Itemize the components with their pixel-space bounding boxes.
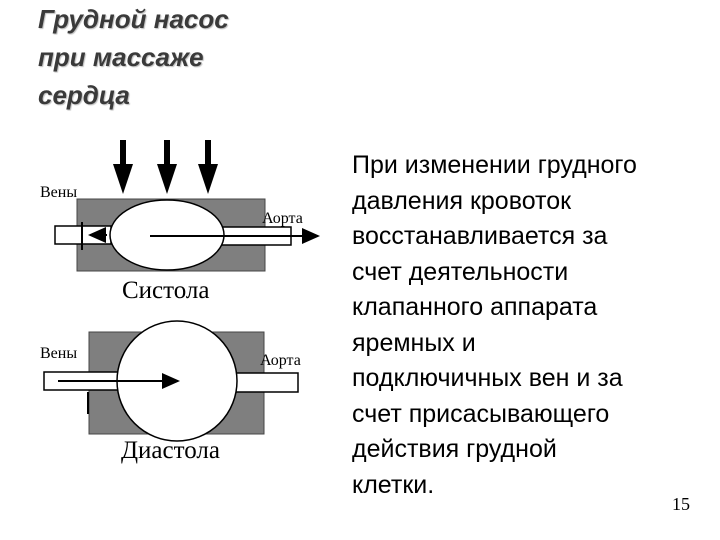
diastole-caption: Диастола <box>121 437 220 464</box>
text-line: При изменении грудного <box>352 151 637 179</box>
down-arrow-icon <box>113 140 133 194</box>
systole-caption: Систола <box>122 277 210 304</box>
text-line: счет присасывающего <box>352 399 610 428</box>
diastole-diagram: Вены Аорта Диастола <box>40 320 301 464</box>
page-number: 15 <box>672 494 690 514</box>
text-line: счет деятельности <box>352 257 569 286</box>
down-arrow-icon <box>157 140 177 194</box>
explanation-text: При изменении грудного давления кровоток… <box>352 148 712 503</box>
aorta-label: Аорта <box>262 210 303 227</box>
title-line: сердца <box>38 80 130 110</box>
systole-diagram: Вены Аорта Систола <box>40 140 320 304</box>
pressure-arrows <box>113 140 218 194</box>
text-line: действия грудной <box>352 435 557 463</box>
veins-label: Вены <box>40 345 77 362</box>
text-line: клапанного аппарата <box>352 293 598 321</box>
aorta-label: Аорта <box>260 352 301 369</box>
veins-label: Вены <box>40 184 77 201</box>
text-line: клетки. <box>352 470 435 499</box>
title-line: при массаже <box>38 42 204 72</box>
title-line: Грудной насос <box>38 4 229 34</box>
down-arrow-icon <box>198 140 218 194</box>
text-line: подключичных вен и за <box>352 364 623 392</box>
text-line: восстанавливается за <box>352 222 608 250</box>
text-line: давления кровоток <box>352 186 572 215</box>
slide-title: Грудной насос при массаже сердца <box>38 0 338 114</box>
text-line: яремных и <box>352 328 476 357</box>
